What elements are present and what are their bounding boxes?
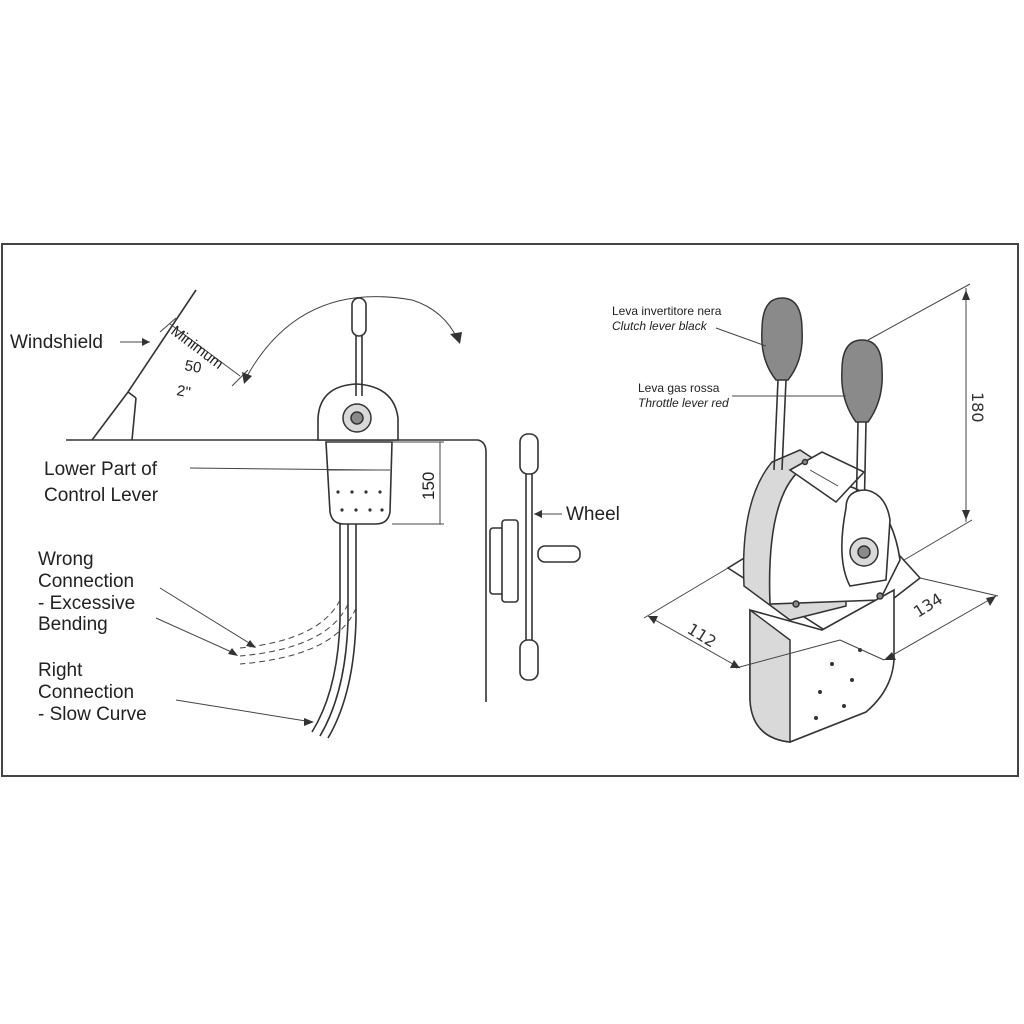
height-value: 180 xyxy=(968,392,987,423)
windshield-arrowhead xyxy=(142,338,150,346)
depth-value: 150 xyxy=(419,472,438,500)
lower-part-label-line1: Lower Part of xyxy=(44,459,158,480)
depth-dimension: 150 xyxy=(392,441,444,525)
clutch-label-it: Leva invertitore nera xyxy=(612,304,722,318)
minimum-mm-value: 50 xyxy=(183,357,202,377)
lower-control-body-3d xyxy=(749,588,895,743)
throttle-label-it: Leva gas rossa xyxy=(638,381,720,395)
throttle-label-en: Throttle lever red xyxy=(638,396,729,410)
clutch-leader xyxy=(715,327,767,347)
right-connection-arrowhead xyxy=(304,718,314,726)
windshield-label: Windshield xyxy=(10,332,103,353)
right-connection-leader xyxy=(175,699,313,723)
throttle-lever xyxy=(841,339,891,587)
right-connection-line2: Connection xyxy=(38,682,134,703)
lower-part-leader xyxy=(189,467,377,471)
clutch-label-en: Clutch lever black xyxy=(612,319,708,333)
wrong-connection-line3: - Excessive xyxy=(38,593,135,614)
minimum-inch-value: 2" xyxy=(175,382,191,401)
right-connection-line1: Right xyxy=(38,660,83,681)
lower-part-label-line2: Control Lever xyxy=(44,485,159,506)
wrong-connection-line4: Bending xyxy=(38,614,108,635)
dashboard-panel xyxy=(66,439,487,702)
wrong-connection-leaders xyxy=(155,587,256,656)
control-lever-head xyxy=(317,297,399,441)
clutch-lever xyxy=(761,297,803,471)
windshield xyxy=(91,289,197,441)
right-dimension-diagram: Leva invertitore nera Clutch lever black… xyxy=(612,283,999,743)
wrong-connection-line1: Wrong xyxy=(38,549,94,570)
wheel-label: Wheel xyxy=(566,504,620,525)
lower-control-body xyxy=(325,441,393,525)
steering-wheel xyxy=(489,433,581,681)
lever-swing-arc xyxy=(242,296,462,384)
depth-dimension-3d: 134 xyxy=(839,577,999,661)
wheel-arrowhead xyxy=(534,510,542,518)
cables xyxy=(239,524,357,739)
wrong-connection-line2: Connection xyxy=(38,571,134,592)
height-dimension: 180 xyxy=(867,283,987,561)
right-connection-line3: - Slow Curve xyxy=(38,704,147,725)
